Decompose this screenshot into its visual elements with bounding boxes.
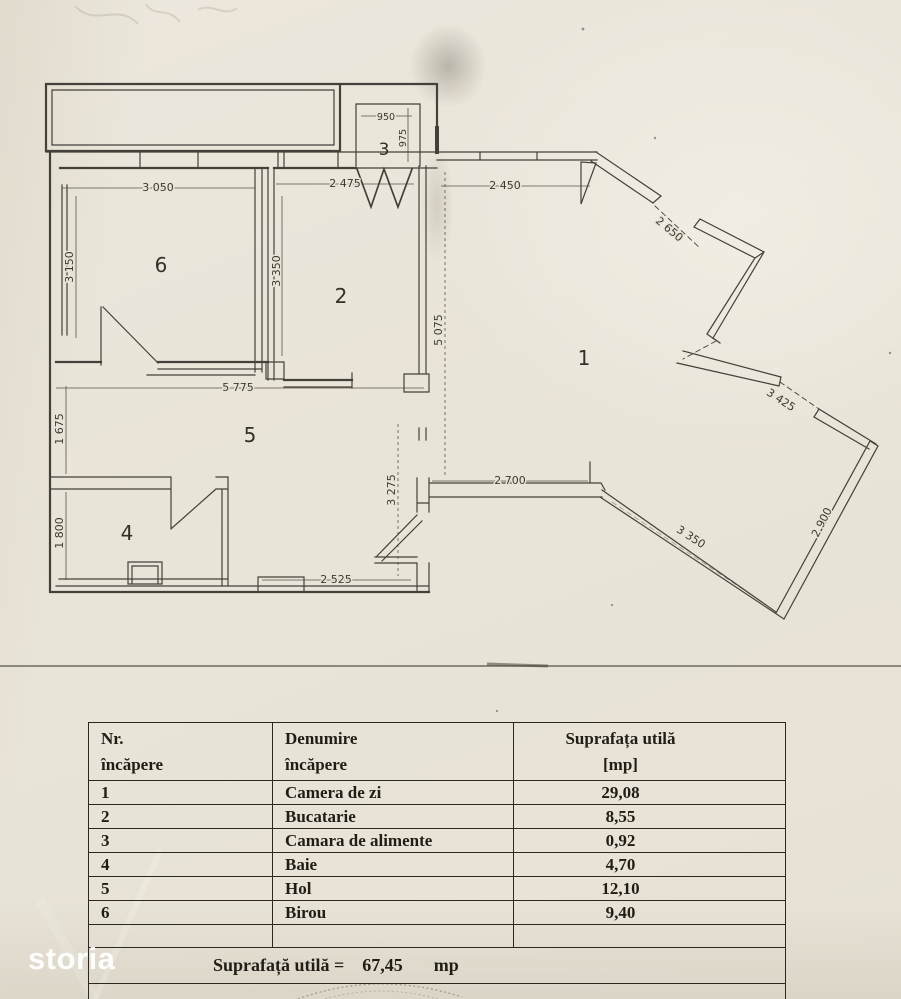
separator-line <box>0 662 901 668</box>
table-row: 2 Bucatarie 8,55 <box>89 805 785 829</box>
dimension-label: 3 425 <box>764 386 797 414</box>
table-row: 5 Hol 12,10 <box>89 877 785 901</box>
dimension-label: 1 675 <box>53 413 66 445</box>
walls <box>44 82 879 620</box>
room-number-label: 5 <box>244 423 257 447</box>
dimension-label: 2 475 <box>329 177 361 190</box>
table-header-cell: Nr. încăpere <box>89 723 273 780</box>
dimension-label: 975 <box>398 129 409 147</box>
dimension-label: 2 525 <box>320 573 352 586</box>
total-value: 67,45 <box>362 955 403 975</box>
dimension-label: 5 775 <box>222 381 254 394</box>
dimension-label: 3 275 <box>385 474 398 506</box>
handwriting-marks <box>74 3 238 25</box>
room-number-label: 1 <box>578 346 591 370</box>
table-cell: 29,08 <box>601 783 640 802</box>
table-row: 3 Camara de alimente 0,92 <box>89 829 785 853</box>
dimension-lines <box>56 108 590 581</box>
room-number-label: 3 <box>379 140 390 160</box>
table-cell: 1 <box>89 781 273 804</box>
table-cell: Bucatarie <box>273 805 514 828</box>
table-cell: 5 <box>89 877 273 900</box>
table-cell: 0,92 <box>605 831 636 850</box>
table-cell: 4 <box>89 853 273 876</box>
table-cell: Hol <box>273 877 514 900</box>
table-header-row: Nr. încăpere Denumire încăpere Suprafața… <box>89 723 785 781</box>
table-cell: Birou <box>273 901 514 924</box>
table-cell: Camera de zi <box>273 781 514 804</box>
dimension-label: 1 800 <box>53 517 66 549</box>
total-row: Suprafață utilă = 67,45 mp <box>89 948 785 984</box>
table-header-cell: Suprafața utilă [mp] <box>565 729 676 774</box>
stamp-arc <box>297 983 463 999</box>
dimension-label: 3 350 <box>270 255 283 287</box>
table-row: 4 Baie 4,70 <box>89 853 785 877</box>
table-cell: 8,55 <box>605 807 636 826</box>
dimension-label: 5 075 <box>432 314 445 346</box>
table-header-cell: Denumire încăpere <box>273 723 514 780</box>
table-cell: 4,70 <box>605 855 636 874</box>
room-number-label: 2 <box>335 284 348 308</box>
table-cell: 2 <box>89 805 273 828</box>
table-cell: Baie <box>273 853 514 876</box>
table-row: 1 Camera de zi 29,08 <box>89 781 785 805</box>
empty-row <box>89 925 785 948</box>
dimension-label: 2 450 <box>489 179 521 192</box>
table-cell: Camara de alimente <box>273 829 514 852</box>
room-number-label: 6 <box>155 253 168 277</box>
dimension-label: 3 050 <box>142 181 174 194</box>
storia-watermark: storia <box>28 941 116 976</box>
area-table: Nr. încăpere Denumire încăpere Suprafața… <box>88 722 786 999</box>
table-cell: 6 <box>89 901 273 924</box>
table-row: 6 Birou 9,40 <box>89 901 785 925</box>
scan-specks <box>495 27 892 713</box>
dimension-label: 950 <box>377 112 395 123</box>
table-cell: 12,10 <box>601 879 640 898</box>
table-cell: 3 <box>89 829 273 852</box>
total-unit: mp <box>433 955 459 975</box>
room-number-label: 4 <box>121 521 134 545</box>
total-label: Suprafață utilă = <box>213 955 345 975</box>
dimension-label: 2 900 <box>809 505 835 539</box>
dimension-label: 3 150 <box>63 251 76 283</box>
table-tail-row <box>89 984 785 999</box>
table-cell: 9,40 <box>605 903 636 922</box>
dimension-label: 2 700 <box>494 474 526 487</box>
